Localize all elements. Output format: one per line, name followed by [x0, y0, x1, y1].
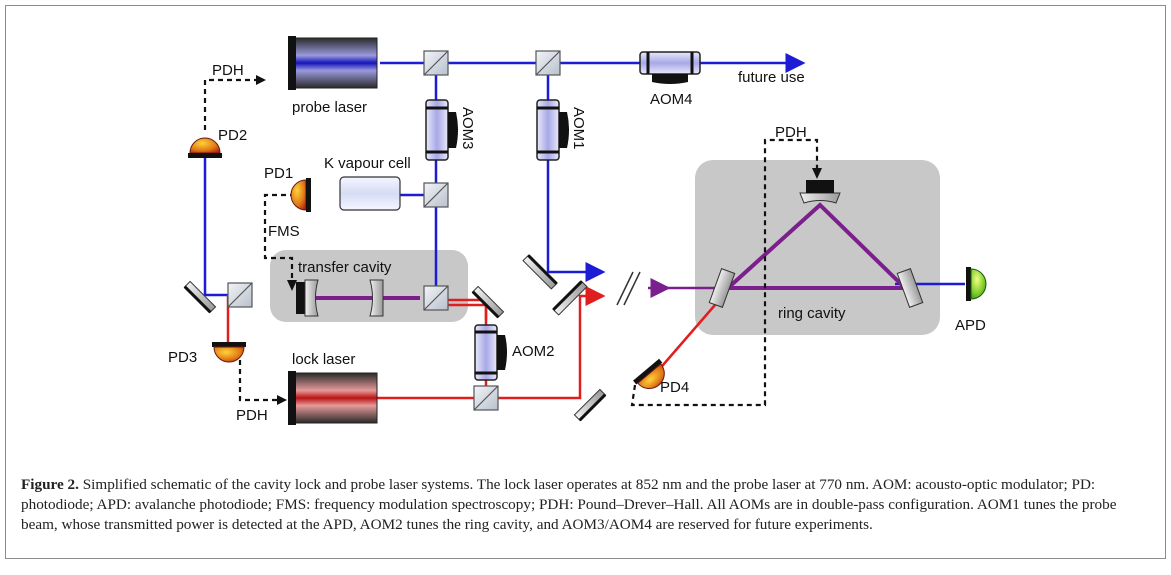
pd1-label: PD1 [264, 165, 293, 182]
pdh-lock-label: PDH [236, 407, 268, 424]
aom1 [536, 99, 569, 161]
transfer-cavity-label: transfer cavity [298, 259, 392, 276]
future-use-label: future use [738, 69, 805, 86]
lock-laser-label: lock laser [292, 351, 355, 368]
aom2 [474, 324, 507, 381]
pd2 [188, 137, 222, 158]
ring-cavity-label: ring cavity [778, 305, 846, 322]
caption-text: Simplified schematic of the cavity lock … [21, 476, 1117, 533]
pd4 [633, 358, 665, 390]
k-vapour-cell [339, 176, 401, 211]
aom1-label: AOM1 [570, 107, 587, 150]
pd3 [212, 342, 246, 363]
pdh-lock-arrowhead [277, 395, 287, 405]
transfer-cavity-mirrors [296, 279, 384, 317]
probe-laser [288, 36, 378, 90]
pd1 [290, 178, 311, 212]
lock-laser [288, 371, 378, 425]
k-vapour-cell-label: K vapour cell [324, 155, 411, 172]
pd2-label: PD2 [218, 127, 247, 144]
beam-splitter-cubes [227, 50, 561, 411]
figure-number: Figure 2. [21, 476, 79, 493]
probe-laser-label: probe laser [292, 99, 367, 116]
ring-cavity-box [695, 160, 940, 335]
aom2-label: AOM2 [512, 343, 555, 360]
apd [966, 267, 987, 301]
aom4-label: AOM4 [650, 91, 693, 108]
ring-cavity-mirrors [708, 180, 924, 308]
pdh-probe-label: PDH [212, 62, 244, 79]
figure-caption: Figure 2. Simplified schematic of the ca… [21, 475, 1151, 535]
cavity-beam-path [315, 202, 910, 300]
pd4-label: PD4 [660, 379, 689, 396]
pd3-label: PD3 [168, 349, 197, 366]
aom3 [425, 99, 458, 161]
ring-piezo-mirror [799, 180, 841, 204]
pdh-probe-arrowhead [256, 75, 266, 85]
aom3-label: AOM3 [459, 107, 476, 150]
pdh-ring-arrowhead [812, 168, 822, 179]
beam-break-marks [616, 271, 641, 306]
pdh-ring-label: PDH [775, 124, 807, 141]
steering-mirrors [183, 254, 607, 422]
feedback-lines [203, 78, 819, 407]
apd-label: APD [955, 317, 986, 334]
fms-arrowhead [287, 280, 297, 291]
transfer-cavity-box [270, 250, 468, 322]
fms-label: FMS [268, 223, 300, 240]
aom4 [639, 51, 701, 84]
